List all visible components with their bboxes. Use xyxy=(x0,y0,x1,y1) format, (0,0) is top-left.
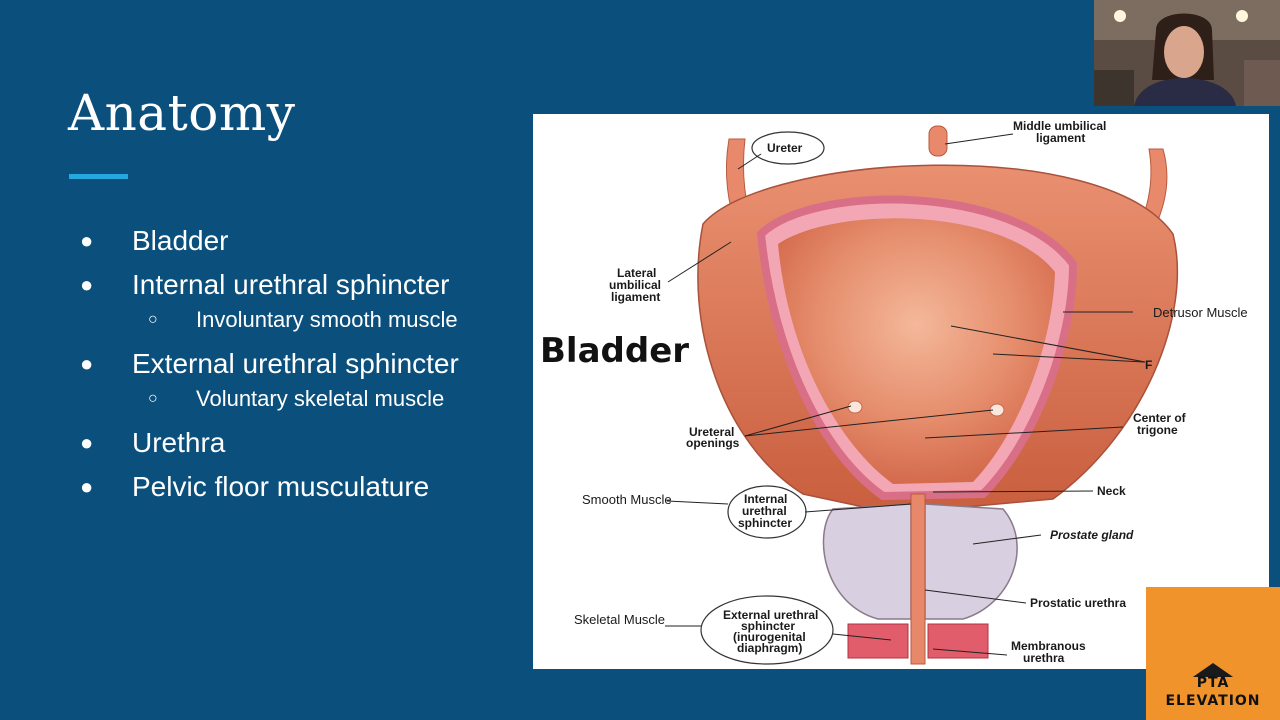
label-center-trigone-2: trigone xyxy=(1137,423,1178,437)
label-external-sphincter: External urethral xyxy=(723,608,818,622)
slide-title: Anatomy xyxy=(68,84,296,142)
sub-bullet-circle-icon: ○ xyxy=(148,390,158,407)
bladder-anatomy-diagram: Bladder Ureter Middle umbilical ligament… xyxy=(533,114,1269,669)
label-membranous-urethra-2: urethra xyxy=(1023,651,1065,665)
label-center-trigone: Center of xyxy=(1133,411,1187,425)
mountain-logo-icon xyxy=(1192,663,1234,677)
diagram-heading: Bladder xyxy=(540,331,689,371)
sub-bullet-text: Involuntary smooth muscle xyxy=(196,307,458,332)
label-middle-umbilical: Middle umbilical xyxy=(1013,119,1106,133)
label-f: F xyxy=(1145,358,1152,372)
sub-bullet-text: Voluntary skeletal muscle xyxy=(196,386,445,411)
label-internal-sphincter: Internal xyxy=(744,492,787,506)
bullet-text: Bladder xyxy=(132,225,229,256)
middle-umbilical-ligament-shape xyxy=(928,125,948,157)
label-internal-sphincter-2: urethral xyxy=(742,504,787,518)
label-middle-umbilical-2: ligament xyxy=(1036,131,1085,145)
bullet-text: Pelvic floor musculature xyxy=(132,471,430,502)
external-sphincter-callout xyxy=(700,595,834,665)
bullet-dot-icon: ● xyxy=(80,272,94,297)
ureter-callout xyxy=(751,131,825,165)
bullet-dot-icon: ● xyxy=(80,228,94,253)
label-smooth-muscle: Smooth Muscle xyxy=(582,492,672,507)
label-ureter: Ureter xyxy=(767,141,803,155)
bullet-dot-icon: ● xyxy=(80,351,94,376)
label-prostate-gland: Prostate gland xyxy=(1050,528,1134,542)
label-external-sphincter-4: diaphragm) xyxy=(737,641,802,655)
label-external-sphincter-3: (inurogenital xyxy=(733,630,806,644)
label-ureteral-openings: Ureteral xyxy=(689,425,734,439)
webcam-presenter-image xyxy=(1094,0,1280,106)
label-lateral-umbilical: Lateral xyxy=(617,266,656,280)
label-ureteral-openings-2: openings xyxy=(686,436,740,450)
external-sphincter-left-band xyxy=(847,623,909,659)
logo-line-1: PTA xyxy=(1196,675,1230,691)
label-skeletal-muscle: Skeletal Muscle xyxy=(574,612,665,627)
bullet-dot-icon: ● xyxy=(80,474,94,499)
label-lateral-umbilical-3: ligament xyxy=(611,290,660,304)
label-internal-sphincter-3: sphincter xyxy=(738,516,792,530)
bullet-text: Urethra xyxy=(132,427,226,458)
leader-lines xyxy=(665,133,1146,656)
bullet-text: Internal urethral sphincter xyxy=(132,269,450,300)
label-prostatic-urethra: Prostatic urethra xyxy=(1030,596,1126,610)
pta-elevation-logo: PTA ELEVATION xyxy=(1146,587,1280,720)
bladder-lumen xyxy=(778,218,1055,484)
label-detrusor: Detrusor Muscle xyxy=(1153,305,1248,320)
bladder-illustration: Bladder Ureter Middle umbilical ligament… xyxy=(540,119,1248,665)
bullet-dot-icon: ● xyxy=(80,430,94,455)
label-membranous-urethra: Membranous xyxy=(1011,639,1086,653)
sub-bullet-circle-icon: ○ xyxy=(148,311,158,328)
webcam-video-feed xyxy=(1094,0,1280,106)
prostate-right-lobe xyxy=(924,503,1018,620)
logo-line-2: ELEVATION xyxy=(1165,693,1261,709)
urethra-shape xyxy=(910,493,926,665)
prostate-left-lobe xyxy=(822,503,912,620)
left-ureteral-opening xyxy=(847,400,863,414)
label-lateral-umbilical-2: umbilical xyxy=(609,278,661,292)
label-neck: Neck xyxy=(1097,484,1126,498)
bullet-text: External urethral sphincter xyxy=(132,348,459,379)
label-external-sphincter-2: sphincter xyxy=(741,619,795,633)
title-underline xyxy=(69,174,128,179)
